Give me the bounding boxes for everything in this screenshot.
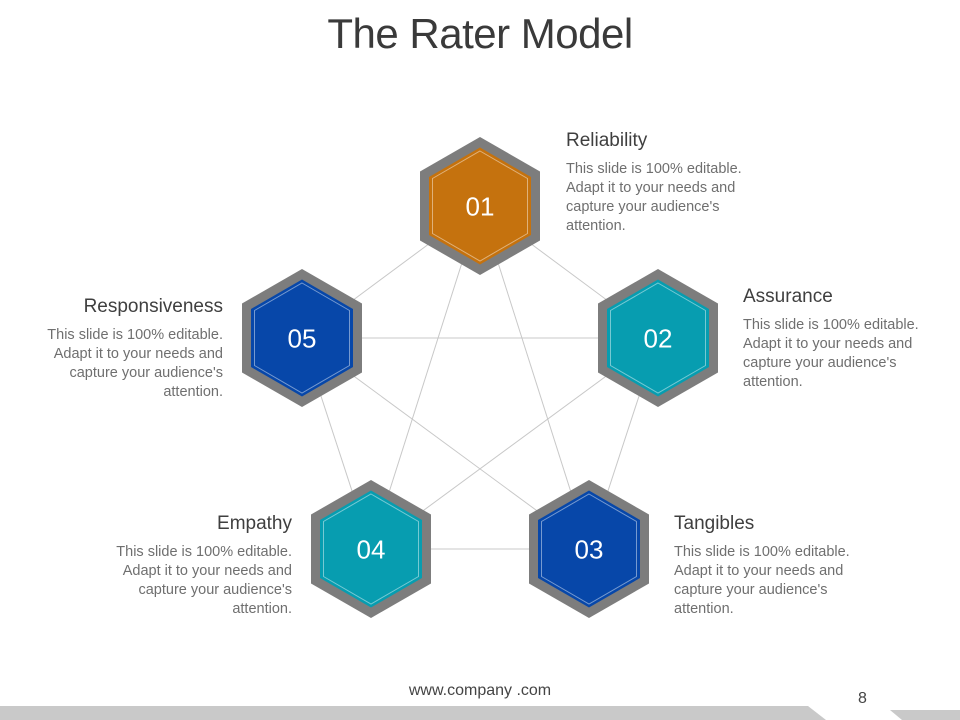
- node-heading: Responsiveness: [83, 296, 223, 317]
- hexagon-fill: [607, 279, 709, 397]
- hexagon-number: 01: [466, 192, 495, 222]
- footer-band-right: [890, 710, 960, 720]
- node-description: This slide is 100% editable. Adapt it to…: [743, 317, 919, 390]
- hexagon-node-03: 03: [529, 480, 649, 618]
- hexagon-node-01: 01: [420, 137, 540, 275]
- node-heading: Assurance: [743, 286, 833, 307]
- hexagon-fill: [320, 490, 422, 608]
- hexagon-number: 04: [357, 535, 386, 565]
- hexagon-node-04: 04: [311, 480, 431, 618]
- node-heading: Tangibles: [674, 513, 755, 534]
- text-block-reliability: Reliability This slide is 100% editable.…: [566, 130, 756, 236]
- page-number: 8: [858, 690, 867, 707]
- footer-url[interactable]: www.company .com: [408, 682, 552, 699]
- hexagon-node-02: 02: [598, 269, 718, 407]
- hexagon-inner-outline: [541, 493, 637, 605]
- hexagon-number: 05: [288, 324, 317, 354]
- text-block-empathy: Empathy This slide is 100% editable. Ada…: [102, 513, 292, 619]
- hexagon-inner-outline: [610, 282, 706, 394]
- node-heading: Empathy: [217, 513, 292, 534]
- slide-title: The Rater Model: [327, 10, 633, 57]
- footer-band-left: [0, 706, 826, 720]
- hexagon-fill: [538, 490, 640, 608]
- hexagon-fill: [429, 147, 531, 265]
- footer-band: [0, 706, 960, 720]
- node-description: This slide is 100% editable. Adapt it to…: [116, 544, 292, 617]
- hexagon-number: 03: [575, 535, 604, 565]
- text-block-assurance: Assurance This slide is 100% editable. A…: [743, 286, 933, 392]
- node-description: This slide is 100% editable. Adapt it to…: [47, 327, 223, 400]
- text-block-tangibles: Tangibles This slide is 100% editable. A…: [674, 513, 864, 619]
- hexagon-node-05: 05: [242, 269, 362, 407]
- node-heading: Reliability: [566, 130, 648, 151]
- node-description: This slide is 100% editable. Adapt it to…: [566, 161, 742, 234]
- hexagon-inner-outline: [323, 493, 419, 605]
- text-block-responsiveness: Responsiveness This slide is 100% editab…: [33, 296, 223, 402]
- hexagon-inner-outline: [432, 150, 528, 262]
- node-description: This slide is 100% editable. Adapt it to…: [674, 544, 850, 617]
- hexagon-number: 02: [644, 324, 673, 354]
- hexagon-inner-outline: [254, 282, 350, 394]
- hexagon-fill: [251, 279, 353, 397]
